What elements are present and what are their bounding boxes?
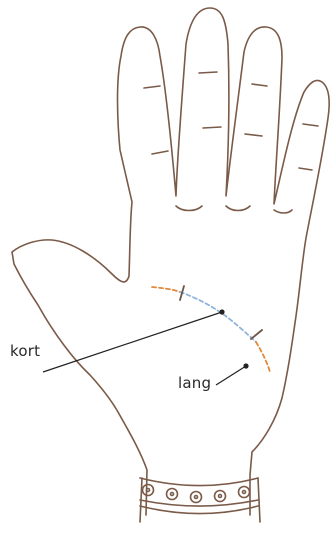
life-line-start [152,287,180,292]
segment-break-marker [251,330,262,339]
label-short: kort [10,344,40,359]
bracelet-icon [140,478,260,522]
pointer-dot-kort [219,309,224,314]
hand-outline [12,8,329,515]
life-line-long-segment [256,342,270,372]
life-line-short-segment [180,292,256,342]
label-long: lang [178,376,211,391]
pointer-dot-lang [243,363,248,368]
leader-line-kort [43,312,222,372]
leader-line-lang [216,366,246,385]
